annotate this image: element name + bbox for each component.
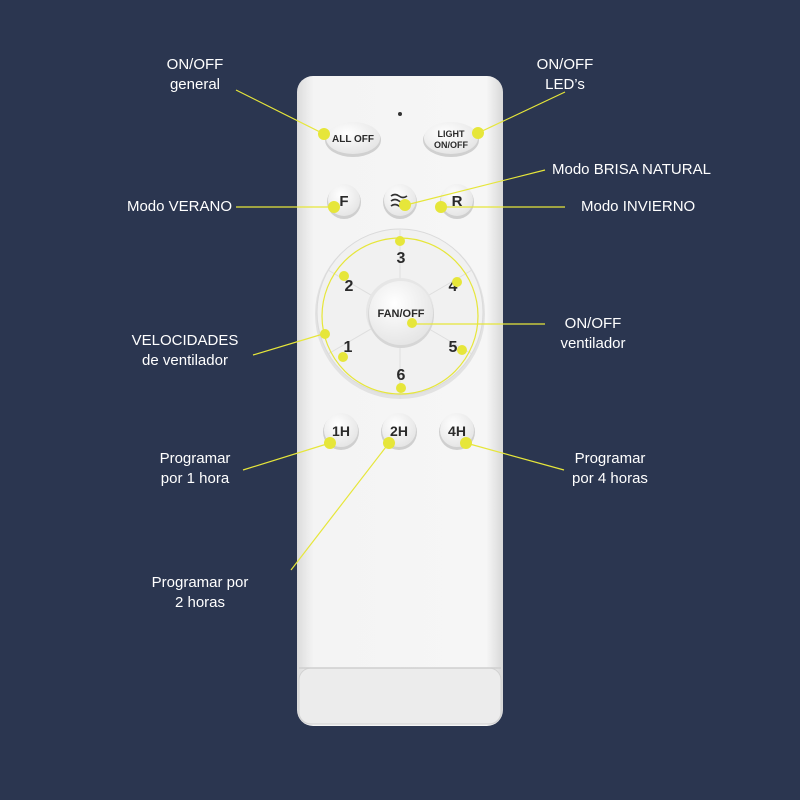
- label-onoff-leds: ON/OFF LED’s: [520, 55, 610, 95]
- label-prog-2h-line1: Programar por: [151, 574, 249, 591]
- summer-mode-label: F: [339, 193, 348, 210]
- speed-6-label: 6: [397, 367, 406, 384]
- speed-2-button[interactable]: 2: [345, 278, 354, 295]
- callout-dots: [318, 127, 484, 449]
- label-onoff-general-line1: ON/OFF: [166, 56, 224, 73]
- light-onoff-button[interactable]: LIGHT ON/OFF: [423, 122, 479, 157]
- label-brisa-text: Modo BRISA NATURAL: [552, 161, 711, 178]
- label-prog-4h: Programar por 4 horas: [550, 449, 670, 489]
- winter-mode-label: R: [452, 193, 463, 210]
- fan-off-button[interactable]: FAN/OFF: [368, 281, 434, 348]
- label-onoff-ventilador: ON/OFF ventilador: [545, 314, 641, 354]
- label-invierno-text: Modo INVIERNO: [581, 198, 696, 215]
- speed-3-label: 3: [397, 250, 406, 267]
- label-prog-1h-line2: por 1 hora: [160, 470, 230, 487]
- label-velocidades: VELOCIDADES de ventilador: [120, 331, 250, 371]
- label-onoff-ventilador-line1: ON/OFF: [564, 315, 622, 332]
- fan-off-label: FAN/OFF: [377, 308, 424, 320]
- label-prog-4h-line1: Programar: [574, 450, 646, 467]
- timer-2h-label: 2H: [390, 423, 408, 439]
- speed-6-button[interactable]: 6: [397, 367, 406, 384]
- all-off-button[interactable]: ALL OFF: [325, 122, 381, 157]
- speed-4-label: 4: [449, 278, 458, 295]
- speed-1-label: 1: [344, 339, 353, 356]
- label-prog-1h-line1: Programar: [159, 450, 231, 467]
- label-onoff-general-line2: general: [169, 76, 221, 93]
- label-prog-1h: Programar por 1 hora: [140, 449, 250, 489]
- label-invierno: Modo INVIERNO: [581, 197, 695, 217]
- label-onoff-leds-line1: ON/OFF: [536, 56, 594, 73]
- label-prog-2h: Programar por 2 horas: [135, 573, 265, 613]
- ir-led-dot: [398, 112, 402, 116]
- speed-4-button[interactable]: 4: [449, 278, 458, 295]
- remote-body: [297, 76, 503, 726]
- label-verano-text: Modo VERANO: [126, 198, 232, 215]
- label-onoff-ventilador-line2: ventilador: [560, 335, 626, 352]
- label-prog-4h-line2: por 4 horas: [572, 470, 648, 487]
- winter-mode-button[interactable]: R: [440, 184, 474, 219]
- remote-bottom-cap: [298, 667, 502, 725]
- label-velocidades-line1: VELOCIDADES: [131, 332, 239, 349]
- label-velocidades-line2: de ventilador: [142, 352, 228, 369]
- speed-3-button[interactable]: 3: [397, 250, 406, 267]
- speed-5-label: 5: [449, 339, 458, 356]
- label-onoff-leds-line2: LED’s: [545, 76, 585, 93]
- timer-1h-label: 1H: [332, 423, 350, 439]
- all-off-label: ALL OFF: [332, 134, 374, 145]
- light-label-line2: ON/OFF: [434, 140, 468, 150]
- label-onoff-general: ON/OFF general: [150, 55, 240, 95]
- callout-lines: [235, 89, 566, 571]
- label-verano: Modo VERANO: [100, 197, 232, 217]
- speed-2-label: 2: [345, 278, 354, 295]
- label-prog-2h-line2: 2 horas: [174, 594, 226, 611]
- speed-5-button[interactable]: 5: [449, 339, 458, 356]
- speed-1-button[interactable]: 1: [344, 339, 353, 356]
- label-brisa: Modo BRISA NATURAL: [552, 160, 711, 180]
- light-label-line1: LIGHT: [438, 129, 465, 139]
- timer-4h-label: 4H: [448, 423, 466, 439]
